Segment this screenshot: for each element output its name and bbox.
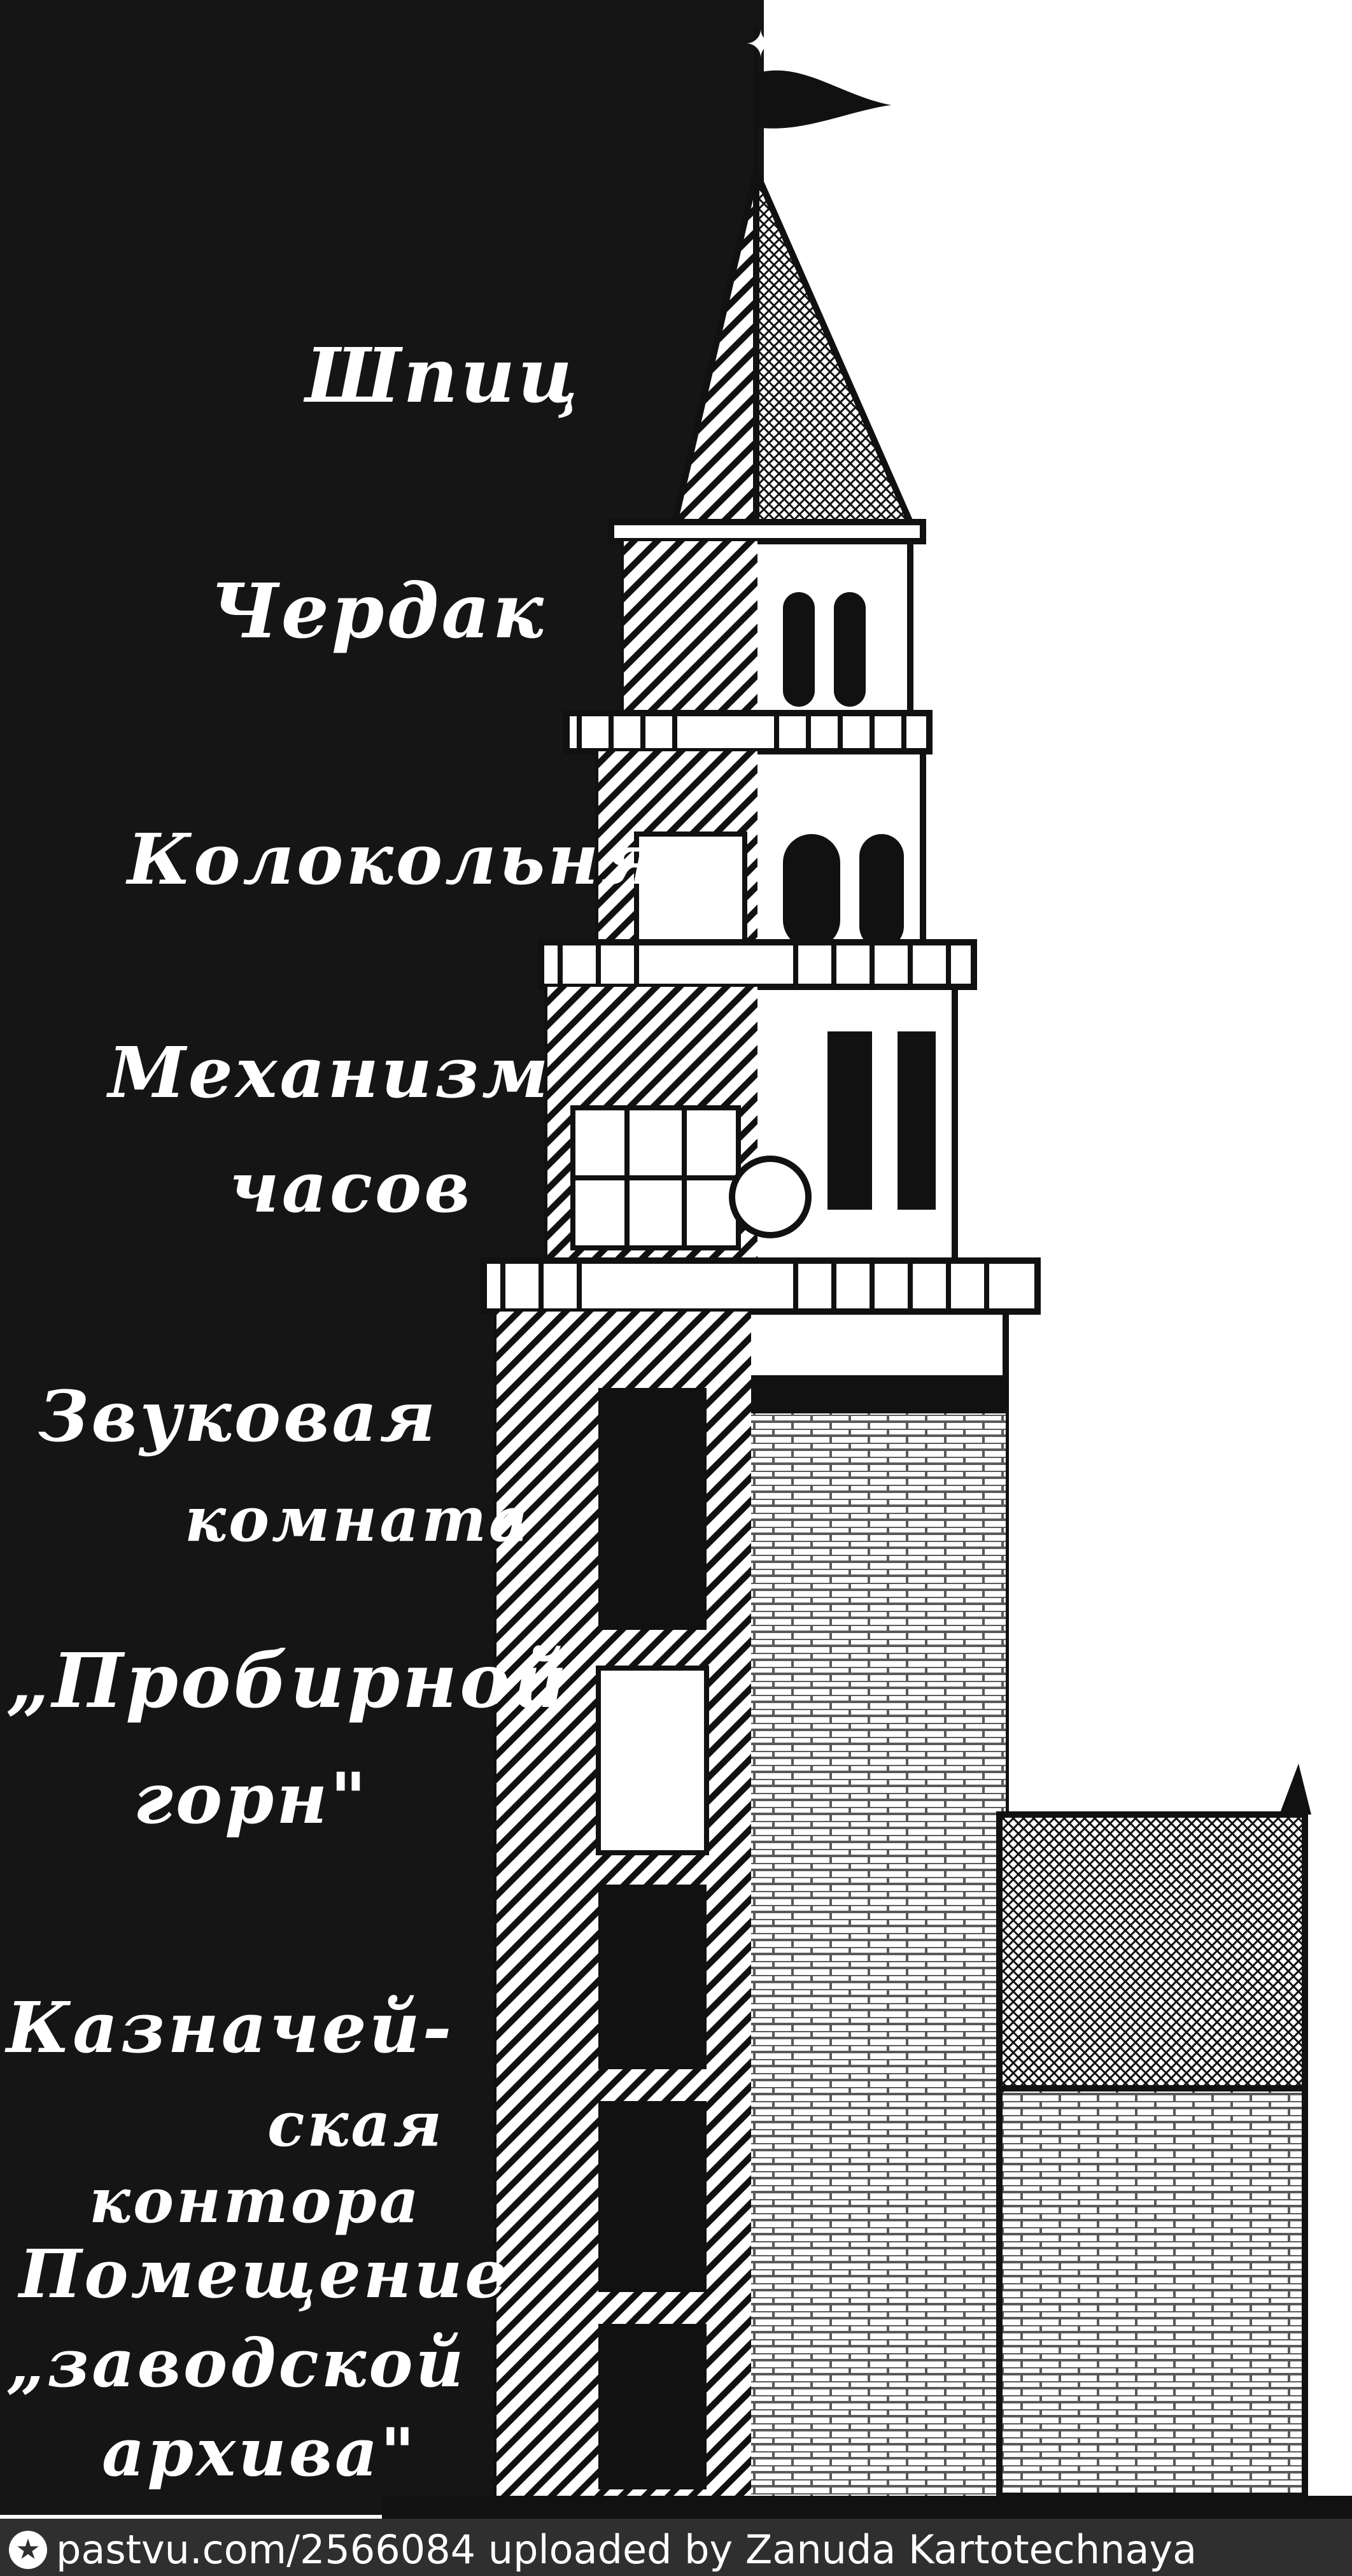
watermark-bar: ★pastvu.com/2566084 uploaded by Zanuda K…: [0, 2519, 1352, 2576]
label-treasury-line3: контора: [89, 2165, 421, 2237]
label-belfry: Колокольня: [127, 818, 659, 900]
adjacent-building: [996, 1764, 1311, 2499]
star-icon: ★: [9, 2530, 47, 2569]
label-archive-line3: архива": [102, 2413, 418, 2491]
label-sound-room-line2: комната: [185, 1483, 532, 1555]
attic-section: [563, 538, 933, 754]
label-archive-line1: Помещение: [19, 2235, 510, 2313]
label-attic: Чердак: [210, 567, 546, 655]
label-assay-line1: „Пробирной: [6, 1636, 570, 1725]
tower-shaft: [493, 1308, 1009, 2499]
flag: ✦: [745, 22, 891, 185]
label-spire: Шпиц: [306, 331, 581, 420]
spire: [608, 162, 926, 544]
ground: [382, 2496, 1352, 2519]
clock-section: [481, 984, 1041, 1315]
label-assay-line2: горн": [134, 1757, 369, 1839]
svg-text:✦: ✦: [745, 22, 777, 67]
label-clock-mechanism-line2: часов: [229, 1146, 473, 1228]
belfry-section: [538, 748, 977, 990]
label-sound-room-line1: Звуковая: [38, 1375, 439, 1457]
label-archive-line2: „заводской: [6, 2324, 467, 2402]
watermark-text[interactable]: pastvu.com/2566084 uploaded by Zanuda Ka…: [56, 2526, 1197, 2573]
label-treasury-line2: ская: [267, 2088, 445, 2160]
label-clock-mechanism-line1: Механизм: [108, 1031, 551, 1114]
label-treasury-line1: Казначей-: [6, 1986, 454, 2069]
